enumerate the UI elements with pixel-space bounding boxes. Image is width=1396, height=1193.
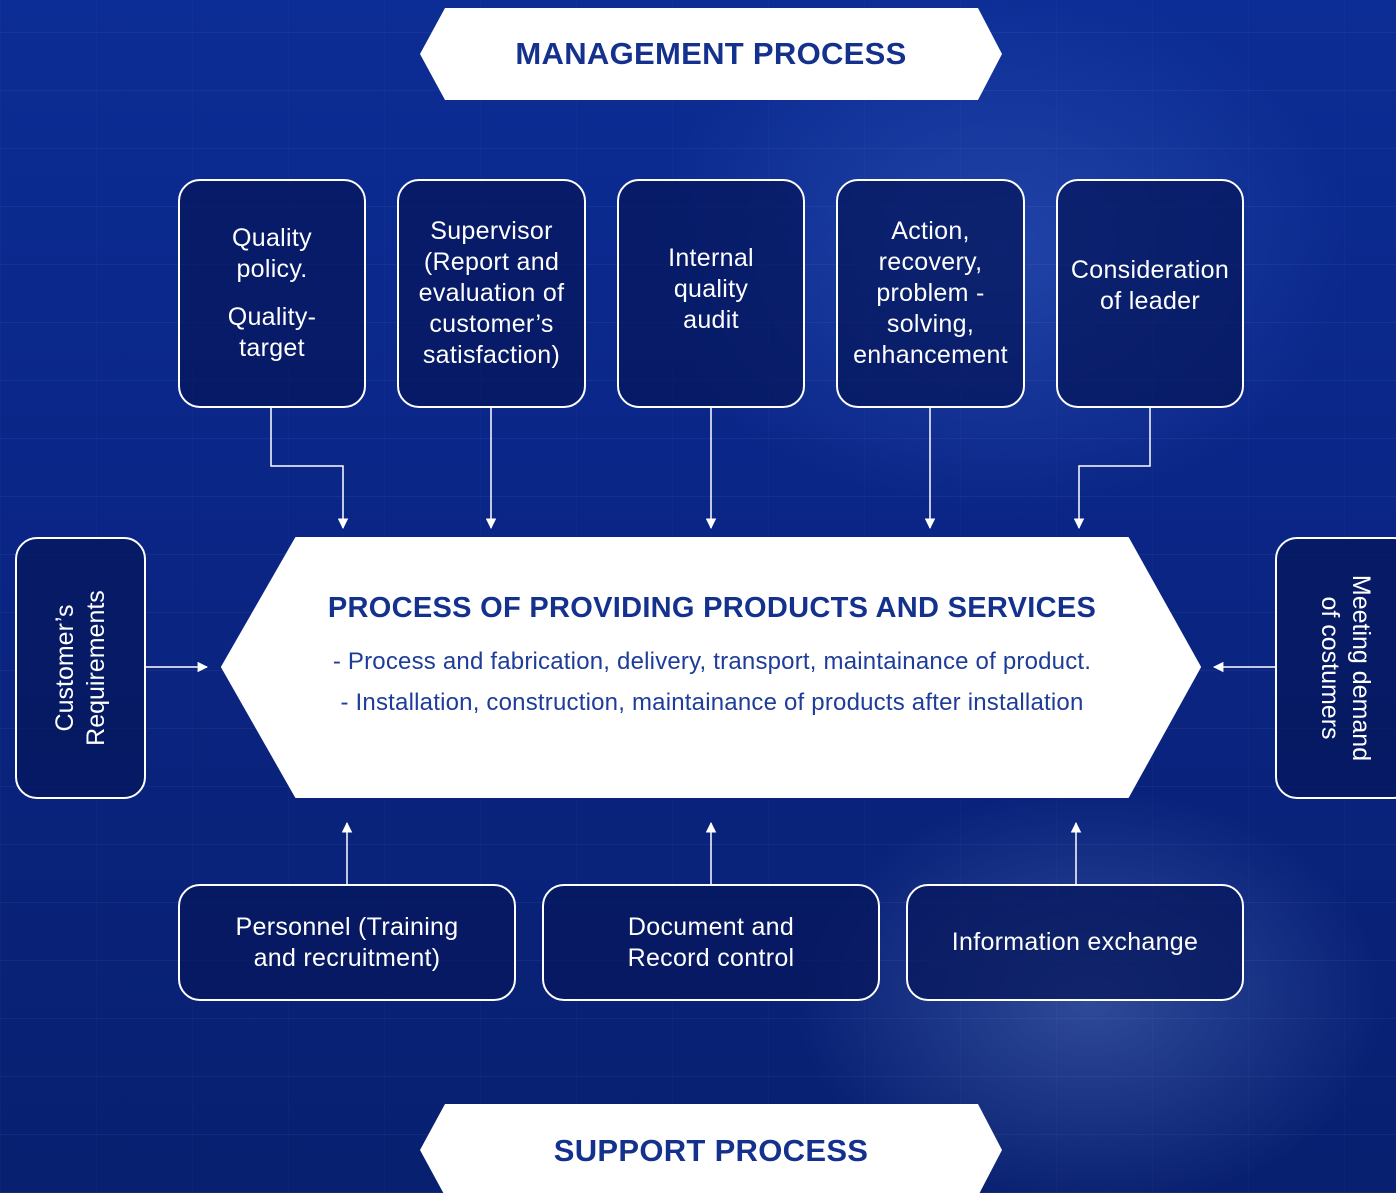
box-text: Customer’s Requirements (50, 590, 110, 746)
box-text: target (239, 334, 305, 362)
center-process-line-2: - Installation, construction, maintainan… (340, 689, 1084, 716)
box-text: Meeting demand of costumers (1316, 574, 1375, 762)
box-action-recovery: Action, recovery, problem - solving, enh… (836, 179, 1025, 408)
box-text: Consideration (1070, 256, 1230, 284)
support-banner (420, 1104, 1002, 1193)
box-text: Quality (232, 224, 312, 252)
box-text: customer’s (429, 310, 554, 338)
box-customer-requirements: Customer’s Requirements (15, 537, 146, 799)
box-text: satisfaction) (422, 341, 561, 369)
box-text: audit (683, 306, 739, 334)
box-text: Internal (668, 244, 754, 272)
box-text: of leader (1100, 287, 1200, 315)
box-text: recovery, (878, 248, 983, 276)
center-process-line-1: - Process and fabrication, delivery, tra… (332, 648, 1092, 675)
box-text: (Report and (423, 248, 560, 276)
support-process-title: SUPPORT PROCESS (553, 1133, 869, 1168)
box-text: enhancement (853, 341, 1008, 369)
center-process-shape (221, 537, 1201, 798)
box-text: Action, (891, 217, 970, 245)
box-text: problem - (876, 279, 985, 307)
box-text: Quality- (227, 303, 317, 331)
management-banner (420, 8, 1002, 100)
box-document-record-control: Document and Record control (542, 884, 880, 1001)
box-text: Supervisor (430, 217, 553, 245)
center-process-title: PROCESS OF PROVIDING PRODUCTS AND SERVIC… (327, 592, 1097, 624)
box-consideration-of-leader: Consideration of leader (1056, 179, 1244, 408)
connector-quality-policy (270, 408, 349, 530)
box-meeting-demand: Meeting demand of costumers (1275, 537, 1396, 799)
connector-consideration-leader (1073, 408, 1151, 530)
box-text: solving, (886, 310, 975, 338)
box-supervisor: Supervisor (Report and evaluation of cus… (397, 179, 586, 408)
management-process-title: MANAGEMENT PROCESS (515, 36, 907, 71)
box-text: Information exchange (951, 928, 1199, 956)
box-information-exchange: Information exchange (906, 884, 1244, 1001)
box-text: evaluation of (418, 279, 565, 307)
box-text: Personnel (Training and recruitment) (235, 912, 459, 972)
box-personnel: Personnel (Training and recruitment) (178, 884, 516, 1001)
box-quality-policy: Quality policy. Quality- target (178, 179, 366, 408)
box-text: quality (673, 275, 749, 303)
box-internal-quality-audit: Internal quality audit (617, 179, 805, 408)
box-text: policy. (236, 255, 308, 283)
box-text: Document and Record control (627, 912, 795, 972)
